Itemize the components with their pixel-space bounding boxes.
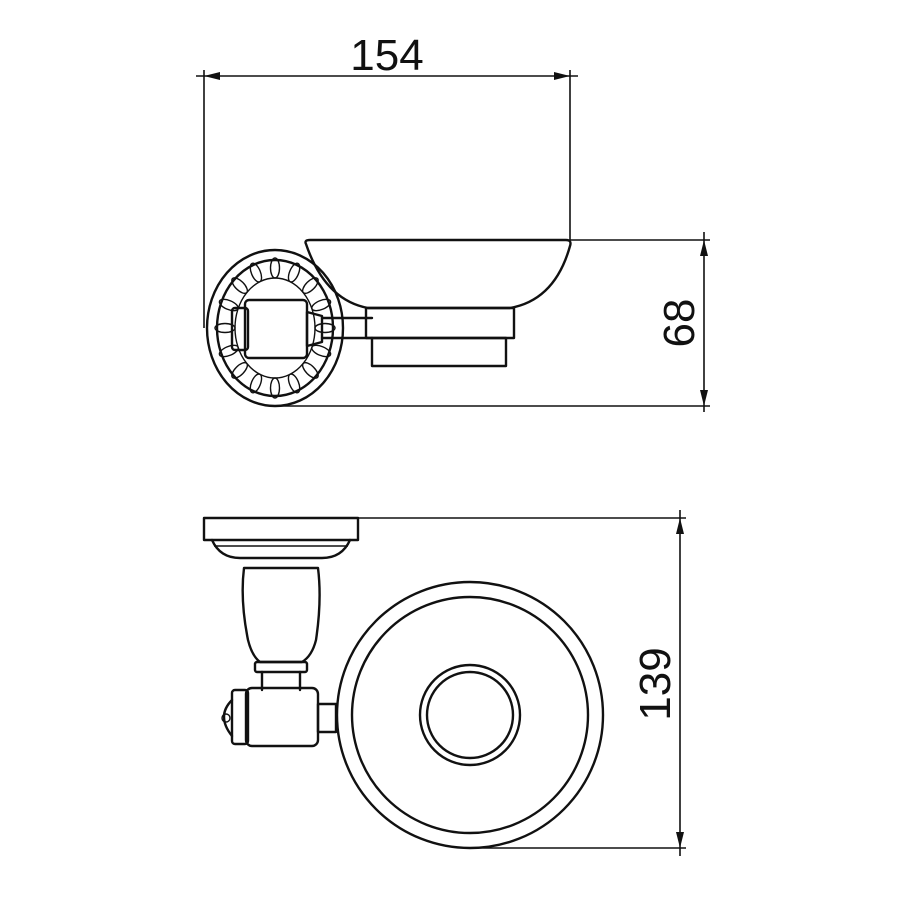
rosette-petal (311, 344, 332, 358)
rosette-petal (269, 257, 281, 279)
rosette-petal (218, 344, 239, 358)
rosette-petal (218, 298, 239, 312)
post (241, 566, 321, 692)
rosette-petal (231, 277, 249, 295)
rosette-petal (214, 322, 236, 334)
soap-dish-plan (335, 580, 605, 850)
holder-block (230, 298, 324, 360)
dimension-height-label: 68 (655, 299, 704, 348)
rosette-petal (231, 361, 249, 379)
rosette-petal (314, 322, 336, 334)
dimension-width-label: 154 (350, 31, 423, 80)
rosette-petal (287, 262, 301, 283)
dimension-height: 68 (275, 232, 710, 412)
rosette-petal (301, 361, 319, 379)
top-view: 139 (202, 510, 686, 856)
rosette-petal (287, 373, 301, 394)
rosette-petal (249, 373, 263, 394)
holder-bracket (221, 686, 338, 748)
wall-plate (202, 516, 360, 560)
rosette-petal (269, 377, 281, 399)
arm (320, 316, 374, 340)
rosette-petal (301, 277, 319, 295)
side-view: 154 68 (196, 31, 710, 412)
dimension-width: 154 (196, 31, 578, 328)
rosette-petal (249, 262, 263, 283)
soap-dish-bowl (304, 238, 572, 368)
rosette-ornament (214, 257, 336, 399)
dimension-depth-label: 139 (631, 647, 680, 720)
dimension-depth: 139 (358, 510, 686, 856)
rosette-petal (311, 298, 332, 312)
